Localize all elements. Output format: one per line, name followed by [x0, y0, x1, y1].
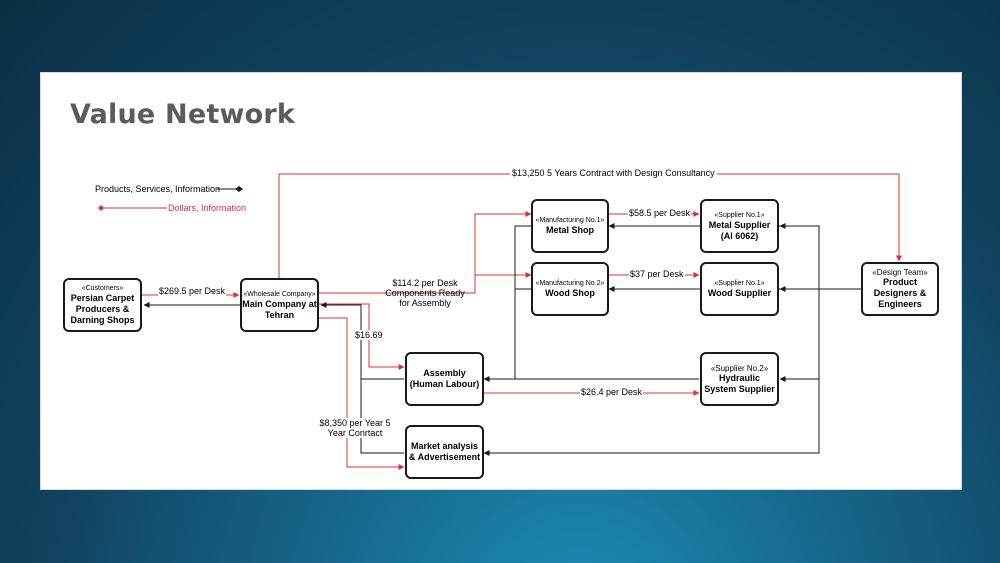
assembly-name: Assembly (Human Labour) — [409, 368, 480, 389]
metal-payment-label: $58.5 per Desk — [628, 208, 692, 218]
main-company-name: Main Company at Tehran — [242, 298, 317, 320]
page-title: Value Network — [70, 99, 296, 130]
design-team-stereotype: «Design Team» — [872, 268, 928, 277]
metal-shop-stereotype: «Manufacturing No.1» — [535, 217, 605, 224]
wood-payment-label: $37 per Desk — [629, 269, 685, 279]
assembly-box[interactable]: Assembly (Human Labour) — [405, 352, 484, 406]
metal-supplier-box[interactable]: «Supplier No.1» Metal Supplier (Al 6062) — [700, 199, 779, 253]
metal-shop-name: Metal Shop — [545, 225, 594, 235]
metal-shop-box[interactable]: «Manufacturing No.1» Metal Shop — [531, 199, 609, 253]
slide: Value Network — [40, 72, 962, 490]
wood-shop-stereotype: «Manufacturing No.2» — [535, 280, 605, 287]
customer-payment-label: $269.5 per Desk — [158, 286, 227, 296]
components-label: $114.2 per Desk Components Ready for Ass… — [385, 278, 465, 308]
design-team-name: Product Designers & Engineers — [873, 277, 927, 309]
connector-lines — [98, 173, 902, 470]
market-analysis-name: Market analysis & Advertisement — [408, 441, 481, 462]
metal-supplier-stereotype: «Supplier No.1» — [714, 211, 765, 219]
customers-stereotype: «Customers» — [81, 285, 124, 292]
hydraulic-supplier-box[interactable]: «Supplier No.2» Hydraulic System Supplie… — [700, 352, 779, 406]
customers-box[interactable]: «Customers» Persian Carpet Producers & D… — [63, 278, 142, 332]
main-company-box[interactable]: «Wholesale Company» Main Company at Tehr… — [240, 278, 319, 332]
market-payment-label: $8,350 per Year 5 Year Conrtact — [319, 418, 391, 438]
wood-supplier-name: Wood Supplier — [707, 288, 772, 298]
legend-products-label: Products, Services, Information — [95, 184, 221, 194]
customers-name: Persian Carpet Producers & Darning Shops — [70, 293, 135, 325]
hydraulic-supplier-name: Hydraulic System Supplier — [704, 372, 775, 394]
wood-supplier-stereotype: «Supplier No.1» — [714, 280, 765, 287]
hydraulic-payment-label: $26.4 per Desk — [580, 387, 644, 397]
design-contract-label: $13,250 5 Years Contract with Design Con… — [510, 168, 717, 178]
design-team-box[interactable]: «Design Team» Product Designers & Engine… — [861, 262, 939, 316]
hydraulic-supplier-stereotype: «Supplier No.2» — [710, 363, 769, 373]
main-company-stereotype: «Wholesale Company» — [243, 290, 316, 298]
wood-supplier-box[interactable]: «Supplier No.1» Wood Supplier — [700, 262, 779, 316]
wood-shop-name: Wood Shop — [545, 288, 595, 298]
metal-supplier-name: Metal Supplier (Al 6062) — [708, 219, 771, 241]
legend-dollars-label: Dollars, Information — [168, 203, 247, 213]
wood-shop-box[interactable]: «Manufacturing No.2» Wood Shop — [531, 262, 609, 316]
market-analysis-box[interactable]: Market analysis & Advertisement — [405, 425, 484, 479]
assembly-payment-label: $16.69 — [354, 330, 384, 340]
